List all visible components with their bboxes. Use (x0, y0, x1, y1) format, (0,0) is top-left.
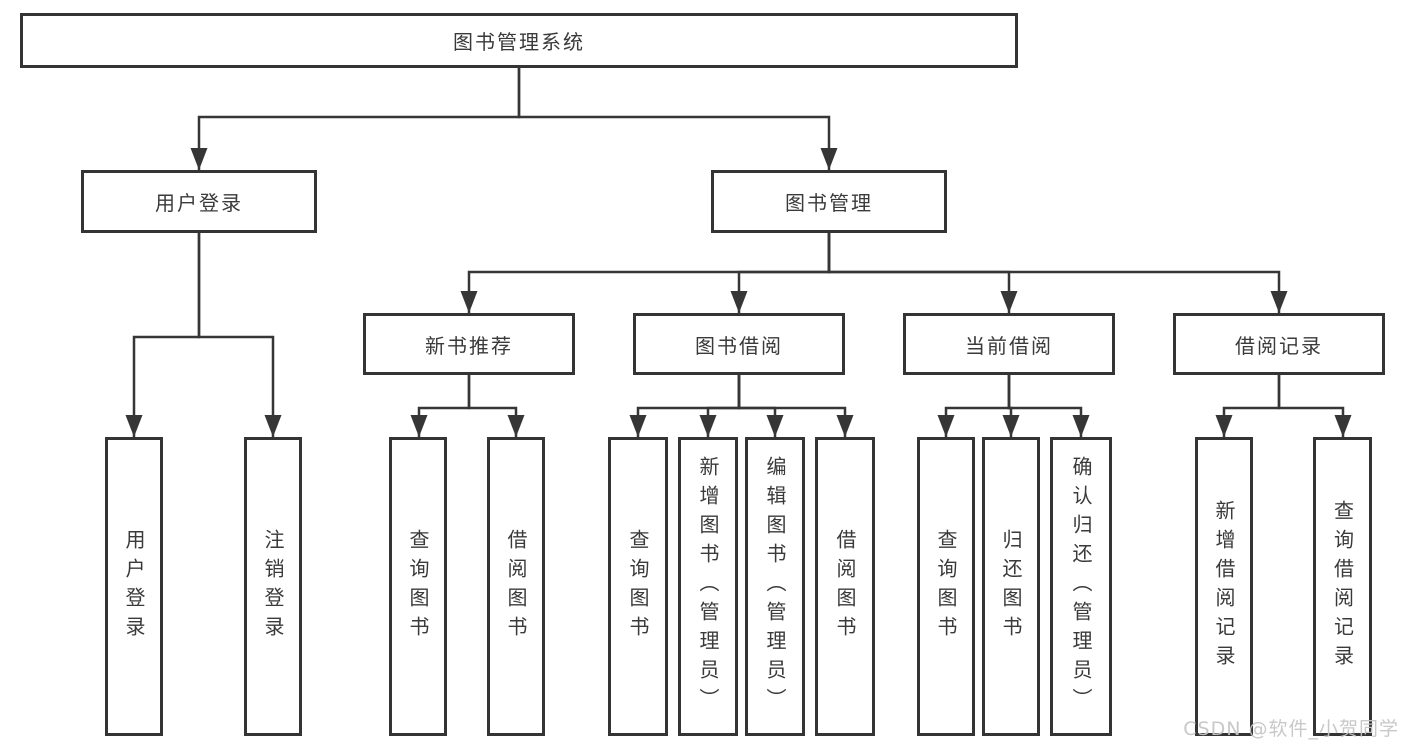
leaf-edit-books-admin: 编辑图书（管理员） (745, 437, 805, 736)
csdn-watermark: CSDN @软件_小贺同学 (1183, 718, 1399, 740)
leaf-query-books-current: 查询图书 (917, 437, 975, 736)
leaf-query-books-recommend: 查询图书 (389, 437, 447, 736)
node-library-management-system: 图书管理系统 (20, 13, 1018, 68)
node-user-login: 用户登录 (81, 170, 317, 233)
node-current-borrowing: 当前借阅 (903, 313, 1115, 375)
leaf-confirm-return-admin: 确认归还（管理员） (1050, 437, 1112, 736)
leaf-return-books: 归还图书 (982, 437, 1040, 736)
leaf-logout: 注销登录 (244, 437, 302, 736)
node-new-book-recommendation: 新书推荐 (363, 313, 575, 375)
leaf-query-borrow-record: 查询借阅记录 (1313, 437, 1372, 736)
node-book-management: 图书管理 (711, 170, 947, 233)
leaf-user-login: 用户登录 (105, 437, 163, 736)
leaf-borrow-books: 借阅图书 (815, 437, 875, 736)
leaf-borrow-books-recommend: 借阅图书 (487, 437, 545, 736)
node-book-borrowing: 图书借阅 (633, 313, 845, 375)
node-borrowing-records: 借阅记录 (1173, 313, 1385, 375)
leaf-query-books-borrowing: 查询图书 (608, 437, 668, 736)
connector-lines (125, 68, 1352, 437)
leaf-add-books-admin: 新增图书（管理员） (678, 437, 738, 736)
leaf-add-borrow-record: 新增借阅记录 (1195, 437, 1253, 736)
